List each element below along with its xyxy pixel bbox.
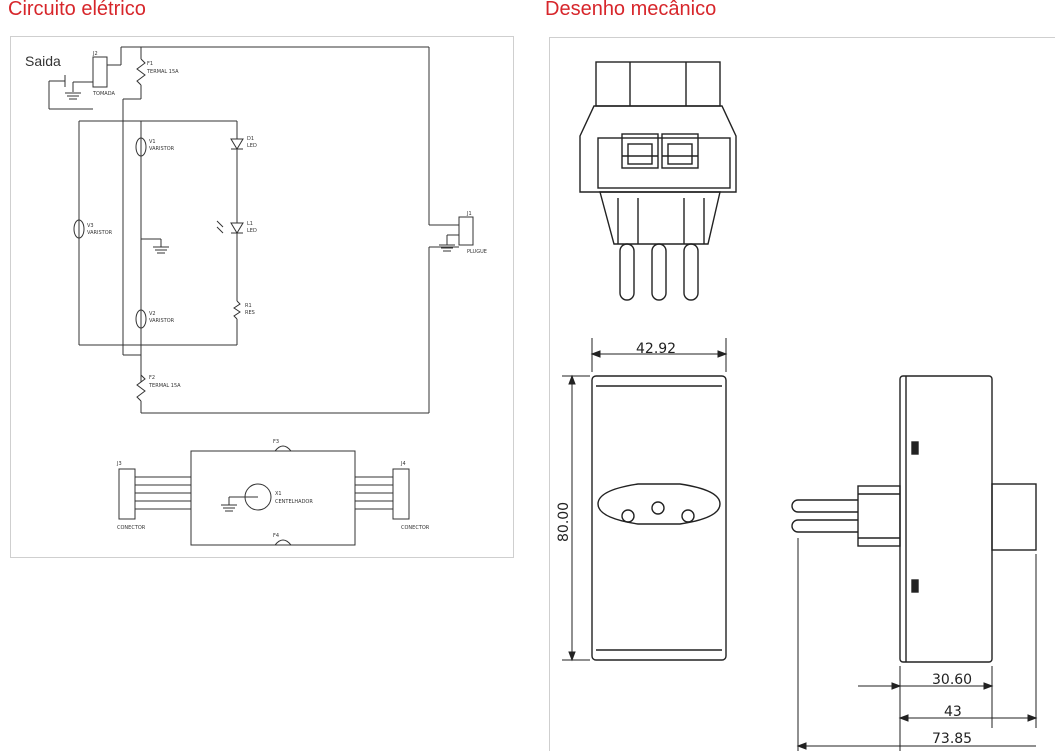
top-view (579, 61, 737, 301)
f1-label: F1 (147, 61, 153, 67)
resistor-r1 (233, 300, 241, 320)
j3-label: J3 (116, 461, 122, 467)
dim-depth-73-85: 73.85 (932, 731, 972, 747)
socket-hole-left (621, 509, 635, 523)
dim-depth-30-60: 30.60 (932, 672, 972, 688)
v1-part: VARISTOR (149, 146, 175, 152)
v2-label: V2 (149, 311, 156, 317)
diode-d1 (230, 138, 244, 150)
socket-outlet (597, 483, 721, 525)
socket-hole-center (651, 501, 665, 515)
x1-part: CENTELHADOR (275, 499, 313, 505)
j1-label: J1 (466, 211, 472, 217)
dim-depth-43: 43 (944, 704, 962, 720)
coax-protection-box (190, 450, 356, 546)
r1-part: RES (245, 310, 255, 316)
j3-part: CONECTOR (117, 525, 146, 531)
j2-part: TOMADA (92, 91, 115, 97)
j1-part: PLUGUE (467, 249, 487, 255)
side-view (791, 375, 1037, 663)
circuit-section-title: Circuito elétrico (8, 0, 146, 20)
x1-label: X1 (275, 491, 282, 497)
varistor-v3 (73, 219, 85, 239)
coax-connector-j4 (392, 468, 410, 520)
circuit-diagram-panel: Saida J2 TOMADA F1 TERMAL 15A V1 VARISTO… (10, 36, 514, 558)
d1-label: D1 (247, 136, 254, 142)
mechanical-section-title: Desenho mecânico (545, 0, 717, 20)
varistor-v2 (135, 309, 147, 329)
dim-width: 42.92 (636, 341, 676, 357)
thermal-fuse-f2 (136, 374, 146, 402)
v3-label: V3 (87, 223, 94, 229)
v1-label: V1 (149, 139, 156, 145)
output-connector-j2 (92, 56, 108, 88)
j4-part: CONECTOR (401, 525, 430, 531)
j4-label: J4 (400, 461, 406, 467)
coax-connector-j3 (118, 468, 136, 520)
front-view (591, 375, 727, 661)
mechanical-drawing: 42.92 80.00 30.60 43 73.85 (556, 61, 1038, 751)
f1-part: TERMAL 15A (146, 69, 179, 75)
f2-part: TERMAL 15A (148, 383, 181, 389)
l1-label: L1 (247, 221, 253, 227)
fuse-bottom-label: F4 (273, 533, 279, 539)
varistor-v1 (135, 137, 147, 157)
dimension-lines (562, 338, 1038, 751)
mechanical-drawing-panel: 42.92 80.00 30.60 43 73.85 (549, 37, 1055, 751)
thermal-fuse-f1 (136, 58, 146, 86)
d1-part: LED (247, 143, 257, 149)
circuit-schematic: Saida J2 TOMADA F1 TERMAL 15A V1 VARISTO… (25, 46, 487, 546)
l1-part: LED (247, 228, 257, 234)
r1-label: R1 (245, 303, 252, 309)
v2-part: VARISTOR (149, 318, 175, 324)
dim-height: 80.00 (556, 502, 572, 542)
j2-label: J2 (92, 51, 98, 57)
fuse-top-label: F3 (273, 439, 279, 445)
socket-hole-right (681, 509, 695, 523)
v3-part: VARISTOR (87, 230, 113, 236)
f2-label: F2 (149, 375, 155, 381)
input-connector-j1 (458, 216, 474, 246)
output-label: Saida (25, 53, 61, 69)
led-l1 (230, 222, 244, 234)
